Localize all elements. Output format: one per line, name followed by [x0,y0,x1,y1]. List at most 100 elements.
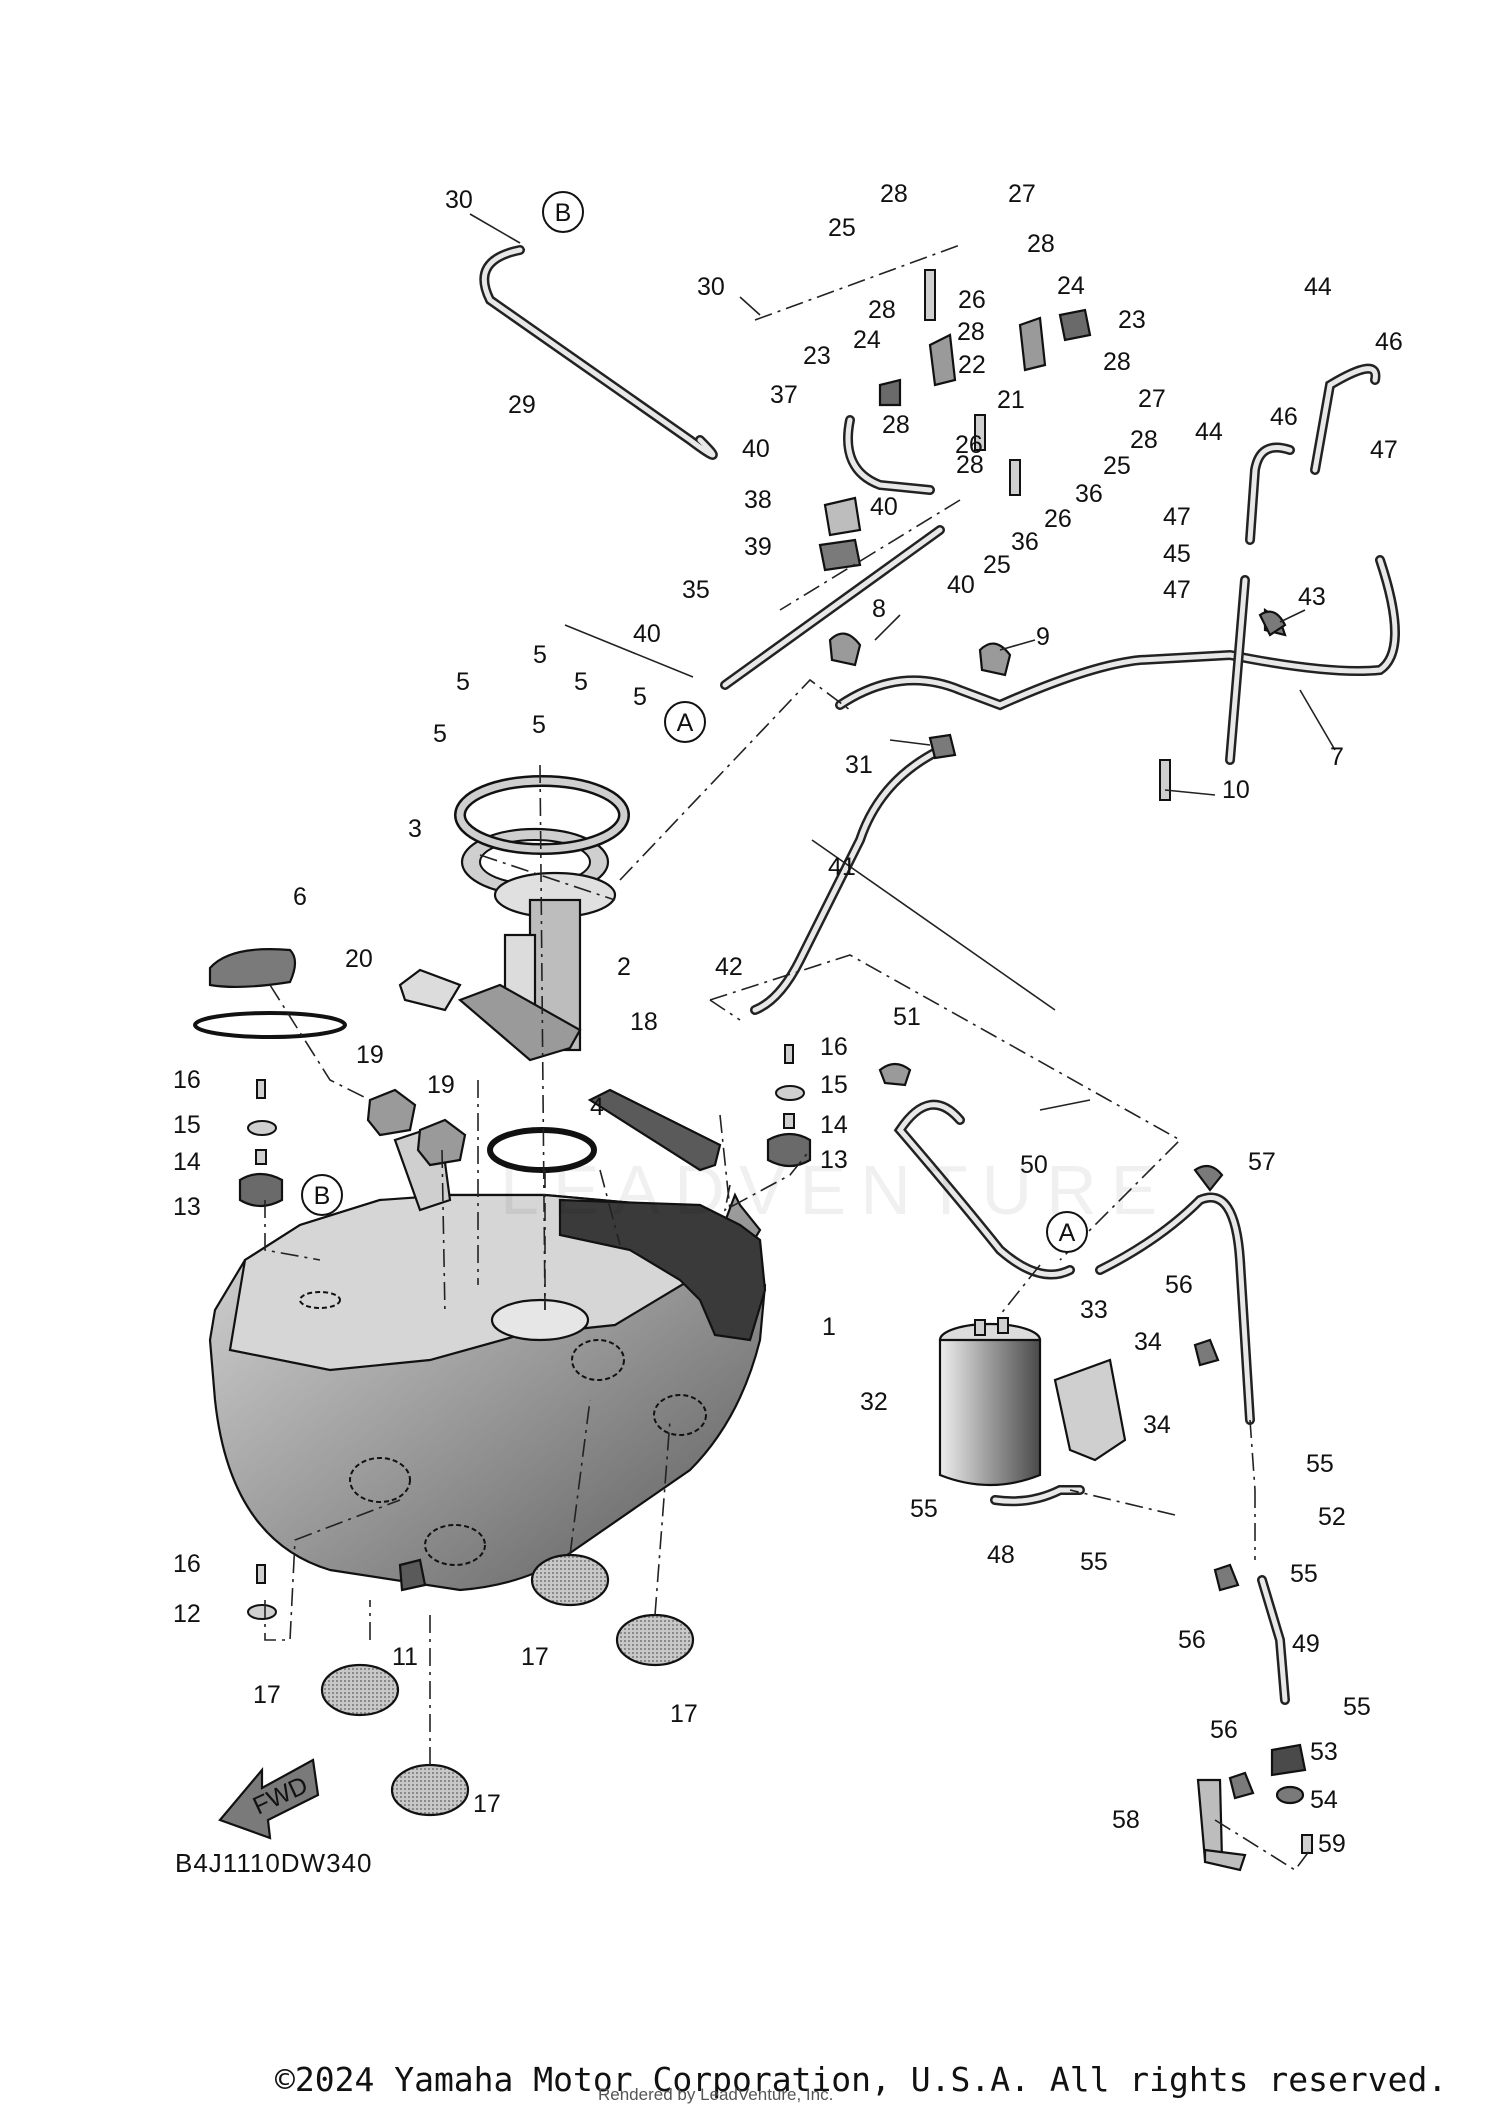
callout-15b: 15 [820,1071,848,1099]
callout-32: 32 [860,1388,888,1416]
callout-5b: 5 [456,668,470,696]
callout-34b: 34 [1143,1411,1171,1439]
callout-19a: 19 [356,1041,384,1069]
callout-43: 43 [1298,583,1326,611]
callout-55a: 55 [1306,1450,1334,1478]
fuel-pump-assembly [398,827,617,1173]
callout-59: 59 [1318,1830,1346,1858]
hose-clamps [828,610,1287,1800]
callout-28d: 28 [957,318,985,346]
leader-lines [264,213,1336,1872]
callout-17a: 17 [253,1681,281,1709]
callout-50: 50 [1020,1151,1048,1179]
callout-28e: 28 [1103,348,1131,376]
callout-56b: 56 [1178,1626,1206,1654]
callout-14b: 14 [820,1111,848,1139]
callout-40c: 40 [947,571,975,599]
callout-10: 10 [1222,776,1250,804]
callout-49: 49 [1292,1630,1320,1658]
callout-55c: 55 [1080,1548,1108,1576]
callout-24b: 24 [1057,272,1085,300]
left-fasteners [238,1044,812,1620]
callout-12: 12 [173,1600,201,1628]
callout-33: 33 [1080,1296,1108,1324]
callout-28f: 28 [882,411,910,439]
callout-37: 37 [770,381,798,409]
callout-48: 48 [987,1541,1015,1569]
callout-28h: 28 [956,451,984,479]
callout-5e: 5 [574,668,588,696]
callout-36b: 36 [1011,528,1039,556]
callout-5a: 5 [433,720,447,748]
callout-51: 51 [893,1003,921,1031]
hose-7 [835,555,1400,711]
connector-b-top: B [542,191,584,233]
callout-8: 8 [872,595,886,623]
connector-b-left: B [301,1174,343,1216]
pump-retainer-ring [454,775,630,855]
callout-20: 20 [345,945,373,973]
callout-41: 41 [828,853,856,881]
callout-36a: 36 [1075,480,1103,508]
svg-text:A: A [677,709,694,737]
callout-26a: 26 [958,286,986,314]
connector-a-right: A [1046,1211,1088,1253]
callout-40a: 40 [742,435,770,463]
callout-31: 31 [845,751,873,779]
callout-44a: 44 [1304,273,1332,301]
callout-30a: 30 [445,186,473,214]
svg-text:B: B [555,199,572,227]
callout-5f: 5 [633,683,647,711]
callout-7: 7 [1330,743,1344,771]
callout-23b: 23 [1118,306,1146,334]
callout-53: 53 [1310,1738,1338,1766]
hose-49 [1257,1575,1290,1705]
hose-37 [843,415,935,495]
callout-55b: 55 [910,1495,938,1523]
watermark: LEADVENTURE [500,1151,1172,1229]
callout-19b: 19 [427,1071,455,1099]
callout-47b: 47 [1163,503,1191,531]
callout-29: 29 [508,391,536,419]
callout-18: 18 [630,1008,658,1036]
hose-29 [479,245,718,460]
callout-46a: 46 [1375,328,1403,356]
forward-arrow-icon: FWD [218,1758,320,1840]
hose-57-52 [1095,1192,1255,1425]
callout-4: 4 [590,1093,604,1121]
callout-2: 2 [617,953,631,981]
callout-26b: 26 [955,431,983,459]
callout-6: 6 [293,883,307,911]
callout-17b: 17 [473,1790,501,1818]
callout-28a: 28 [880,180,908,208]
lower-fittings [1196,1743,1313,1872]
callout-35: 35 [682,576,710,604]
callout-25b: 25 [1103,452,1131,480]
callout-24a: 24 [853,326,881,354]
diagram-code: B4J1110DW340 [175,1848,373,1878]
callout-17c: 17 [521,1643,549,1671]
hose-35 [720,525,945,690]
charcoal-canister [938,1317,1127,1487]
hose-44 [1245,363,1381,545]
callout-27b: 27 [1138,385,1166,413]
callout-17d: 17 [670,1700,698,1728]
callout-57: 57 [1248,1148,1276,1176]
callout-25a: 25 [828,214,856,242]
callout-21: 21 [997,386,1025,414]
callout-40d: 40 [633,620,661,648]
callout-26c: 26 [1044,505,1072,533]
callout-22: 22 [958,351,986,379]
callout-3: 3 [408,815,422,843]
callout-13a: 13 [173,1193,201,1221]
hose-50 [893,1099,1075,1280]
valve-assembly [818,269,1287,801]
callout-54: 54 [1310,1786,1338,1814]
callout-56c: 56 [1210,1716,1238,1744]
callout-56a: 56 [1165,1271,1193,1299]
callout-55d: 55 [1290,1560,1318,1588]
callout-28b: 28 [1027,230,1055,258]
callout-42: 42 [715,953,743,981]
callout-11: 11 [392,1643,418,1671]
